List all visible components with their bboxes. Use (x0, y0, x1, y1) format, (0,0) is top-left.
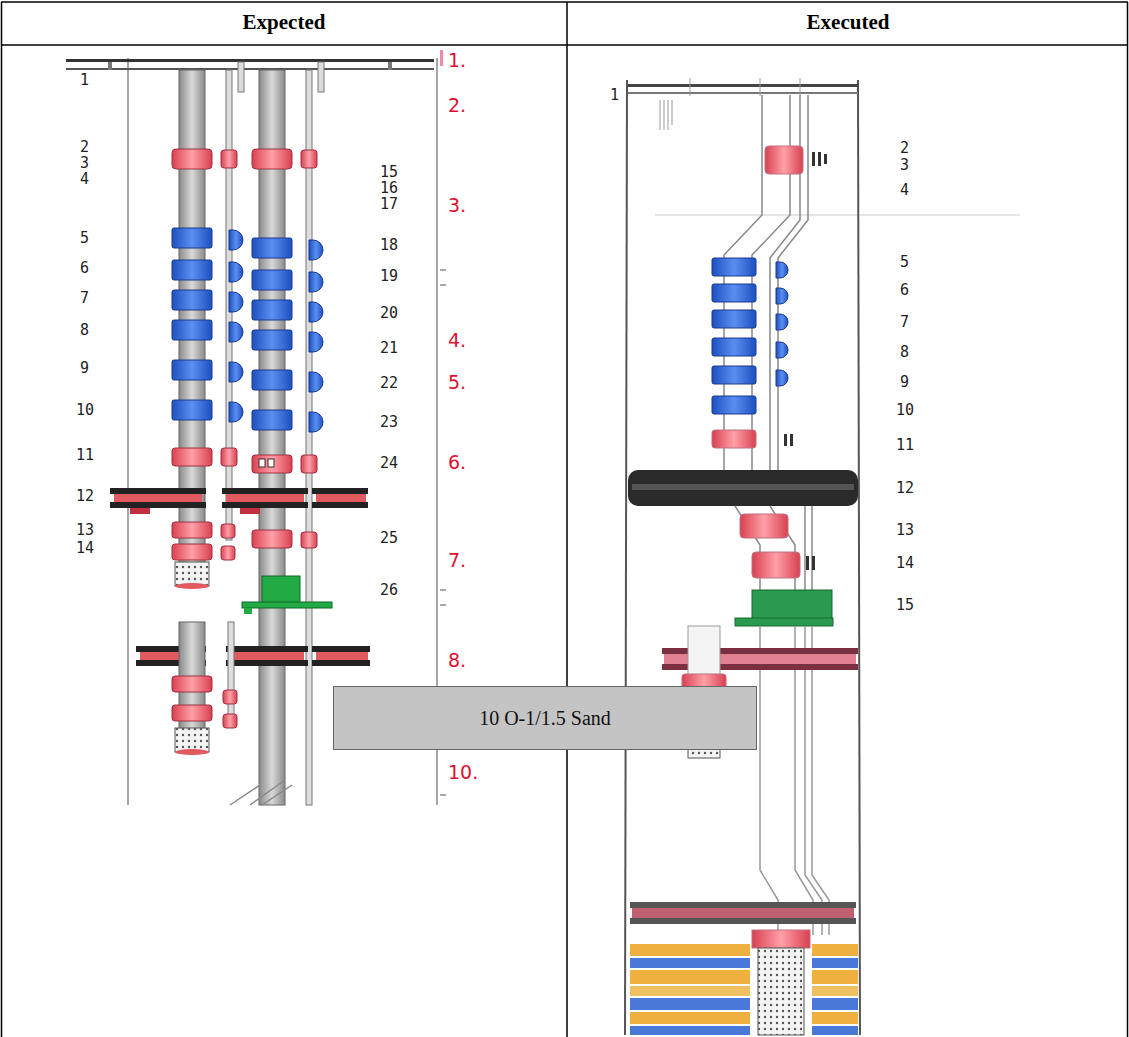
callout-number: 26 (380, 583, 398, 598)
callout-number: 12 (76, 489, 94, 504)
callout-number: 22 (380, 376, 398, 391)
callout-number: 8 (900, 345, 909, 360)
callout-number: 4 (900, 183, 909, 198)
callout-number: 13 (76, 523, 94, 538)
callout-number: 3 (900, 158, 909, 173)
callout-number: 16 (380, 181, 398, 196)
note-box: 10 O-1/1.5 Sand (333, 686, 757, 750)
callout-number: 1 (610, 88, 619, 103)
callout-number: 10 (896, 403, 914, 418)
callout-number: 9 (80, 361, 89, 376)
callout-number: 13 (896, 523, 914, 538)
callout-number: 2 (900, 141, 909, 156)
callout-number: 15 (896, 598, 914, 613)
callout-number: 21 (380, 341, 398, 356)
callout-number: 10. (448, 763, 478, 782)
callout-number: 2 (80, 140, 89, 155)
callout-number: 24 (380, 456, 398, 471)
callout-number: 19 (380, 269, 398, 284)
callout-number: 1. (448, 51, 466, 70)
callout-number: 14 (896, 556, 914, 571)
callout-number: 5 (80, 231, 89, 246)
callout-number: 7 (900, 315, 909, 330)
note-text: 10 O-1/1.5 Sand (479, 707, 611, 730)
callout-number: 9 (900, 375, 909, 390)
callout-number: 11 (896, 438, 914, 453)
callout-number: 3. (448, 196, 466, 215)
callout-number: 8. (448, 651, 466, 670)
callout-number: 12 (896, 481, 914, 496)
callout-number: 18 (380, 238, 398, 253)
table-header: Expected (243, 12, 326, 33)
callout-number: 17 (380, 197, 398, 212)
callout-number: 5. (448, 373, 466, 392)
callout-number: 20 (380, 306, 398, 321)
callout-number: 3 (80, 156, 89, 171)
callout-number: 6 (80, 261, 89, 276)
callout-number: 7 (80, 291, 89, 306)
callout-number: 5 (900, 255, 909, 270)
callout-number: 14 (76, 541, 94, 556)
callout-number: 11 (76, 448, 94, 463)
callout-number: 23 (380, 415, 398, 430)
callout-number: 4. (448, 331, 466, 350)
callout-number: 10 (76, 403, 94, 418)
table-header: Executed (807, 12, 890, 33)
callout-number: 7. (448, 551, 466, 570)
callout-number: 2. (448, 96, 466, 115)
callout-number: 25 (380, 531, 398, 546)
callout-number: 6. (448, 453, 466, 472)
callout-number: 4 (80, 172, 89, 187)
callout-number: 8 (80, 323, 89, 338)
callout-number: 15 (380, 165, 398, 180)
callout-number: 1 (80, 73, 89, 88)
executed-completion (625, 78, 1020, 1035)
callout-number: 6 (900, 283, 909, 298)
